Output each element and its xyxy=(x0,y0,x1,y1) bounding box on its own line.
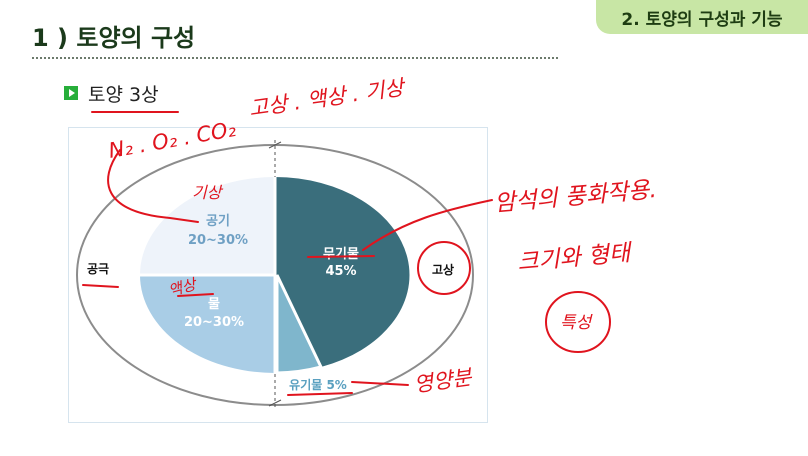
line-organic xyxy=(351,381,409,386)
chapter-tab-label: 2. 토양의 구성과 기능 xyxy=(621,9,783,30)
organic-label: 유기물 5% xyxy=(289,377,347,392)
axis-tick-bottom xyxy=(268,399,282,407)
underline-pore xyxy=(82,284,119,288)
note-phases: 고상 . 액상 . 기상 xyxy=(247,75,407,121)
circle-solid xyxy=(417,241,471,295)
water-label: 물 xyxy=(208,297,220,312)
page-title: 1 ) 토양의 구성 xyxy=(32,24,196,52)
circle-trait xyxy=(545,291,611,353)
organic-segment xyxy=(275,274,324,375)
annotation-strokes xyxy=(82,111,611,396)
section-label: 토양 3상 xyxy=(88,84,159,106)
axis-tick-top xyxy=(268,141,282,149)
solid-phase-label: 고상 xyxy=(432,262,454,277)
water-value: 20~30% xyxy=(184,315,244,330)
note-mineral-1: 암석의 풍화작용. xyxy=(493,177,657,217)
chapter-tab: 2. 토양의 구성과 기능 xyxy=(596,0,808,34)
underline-water xyxy=(177,293,214,297)
note-gases: N₂ . O₂ . CO₂ xyxy=(107,117,239,163)
note-gas-phase: 기상 xyxy=(192,183,224,202)
mineral-value: 45% xyxy=(325,264,356,279)
line-mineral xyxy=(362,199,493,251)
note-mineral-3: 특성 xyxy=(560,313,594,333)
underline-organic xyxy=(287,392,353,396)
note-organic: 영양분 xyxy=(412,365,474,397)
title-divider xyxy=(32,57,558,59)
air-value: 20~30% xyxy=(188,233,248,248)
bracket-gas xyxy=(107,149,199,223)
mineral-label: 무기물 xyxy=(323,247,359,262)
pore-label: 공극 xyxy=(87,262,109,276)
air-segment xyxy=(140,177,275,275)
mineral-segment xyxy=(275,177,410,367)
water-segment xyxy=(140,275,275,373)
air-label: 공기 xyxy=(206,214,230,229)
note-mineral-2: 크기와 형태 xyxy=(516,240,634,276)
play-square-icon xyxy=(64,86,78,100)
underline-mineral xyxy=(307,255,375,258)
